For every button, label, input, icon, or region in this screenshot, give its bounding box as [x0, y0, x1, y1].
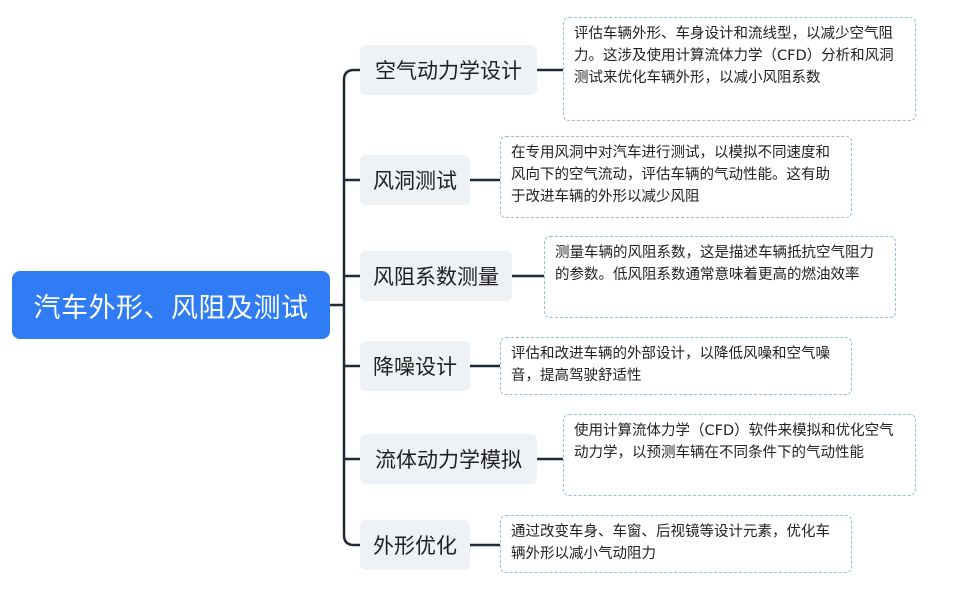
root-topic[interactable]: 汽车外形、风阻及测试	[12, 271, 330, 339]
branch-shape-optimization[interactable]: 外形优化	[360, 520, 470, 570]
note-drag-coefficient: 测量车辆的风阻系数，这是描述车辆抵抗空气阻力的参数。低风阻系数通常意味着更高的燃…	[544, 236, 896, 318]
branch-drag-coefficient[interactable]: 风阻系数测量	[360, 251, 512, 301]
branch-aerodynamic-design[interactable]: 空气动力学设计	[360, 45, 537, 95]
note-fluid-simulation: 使用计算流体力学（CFD）软件来模拟和优化空气动力学，以预测车辆在不同条件下的气…	[563, 414, 916, 496]
branch-noise-reduction[interactable]: 降噪设计	[360, 341, 470, 391]
note-noise-reduction: 评估和改进车辆的外部设计，以降低风噪和空气噪音，提高驾驶舒适性	[500, 337, 852, 395]
branch-fluid-simulation[interactable]: 流体动力学模拟	[360, 434, 537, 484]
note-wind-tunnel-test: 在专用风洞中对汽车进行测试，以模拟不同速度和风向下的空气流动，评估车辆的气动性能…	[500, 136, 852, 218]
note-aerodynamic-design: 评估车辆外形、车身设计和流线型，以减少空气阻力。这涉及使用计算流体力学（CFD）…	[563, 17, 916, 121]
branch-wind-tunnel-test[interactable]: 风洞测试	[360, 155, 470, 205]
note-shape-optimization: 通过改变车身、车窗、后视镜等设计元素，优化车辆外形以减小气动阻力	[500, 515, 852, 573]
